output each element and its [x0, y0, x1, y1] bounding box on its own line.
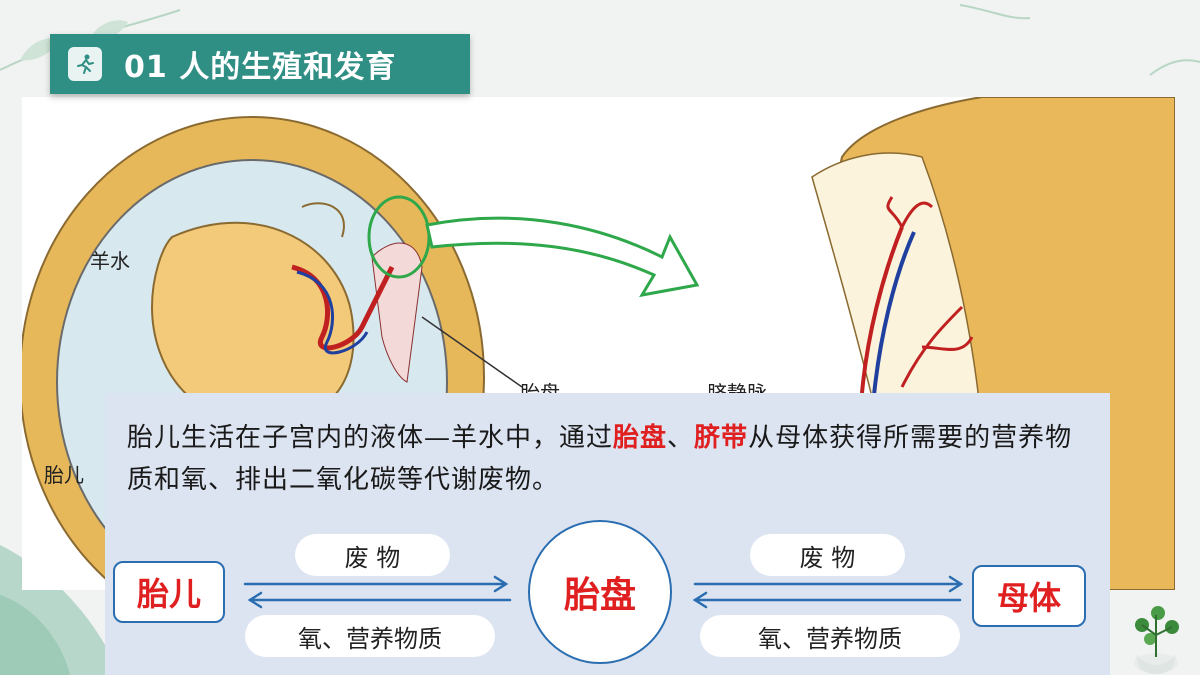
node-fetus: 胎儿 — [113, 561, 225, 623]
highlight-placenta: 胎盘 — [613, 423, 668, 453]
pill-nutrients-left: 氧、营养物质 — [245, 615, 495, 657]
description-part2: 从母体获得所需要的营养物质和氧、排出二氧化碳等代谢废物。 — [127, 423, 1073, 495]
description-text: 胎儿生活在子宫内的液体—羊水中，通过胎盘、脐带从母体获得所需要的营养物质和氧、排… — [127, 417, 1097, 501]
description-part1: 胎儿生活在子宫内的液体—羊水中，通过 — [127, 423, 614, 453]
node-mother: 母体 — [972, 565, 1086, 627]
label-amniotic-fluid: 羊水 — [90, 249, 130, 273]
label-fetus: 胎儿 — [44, 463, 84, 487]
exchange-arrows — [243, 575, 964, 609]
runner-icon — [68, 47, 102, 81]
pill-nutrients-right: 氧、营养物质 — [700, 615, 960, 657]
title-bar: 01 人的生殖和发育 — [50, 34, 470, 94]
node-placenta: 胎盘 — [528, 520, 672, 664]
page-title: 01 人的生殖和发育 — [124, 50, 397, 85]
info-panel: 胎儿生活在子宫内的液体—羊水中，通过胎盘、脐带从母体获得所需要的营养物质和氧、排… — [105, 393, 1110, 675]
pill-waste-left: 废 物 — [295, 534, 450, 576]
plant-pot-icon — [1134, 606, 1179, 674]
description-separator: 、 — [667, 423, 695, 453]
pill-waste-right: 废 物 — [750, 534, 905, 576]
highlight-umbilical-cord: 脐带 — [694, 423, 749, 453]
